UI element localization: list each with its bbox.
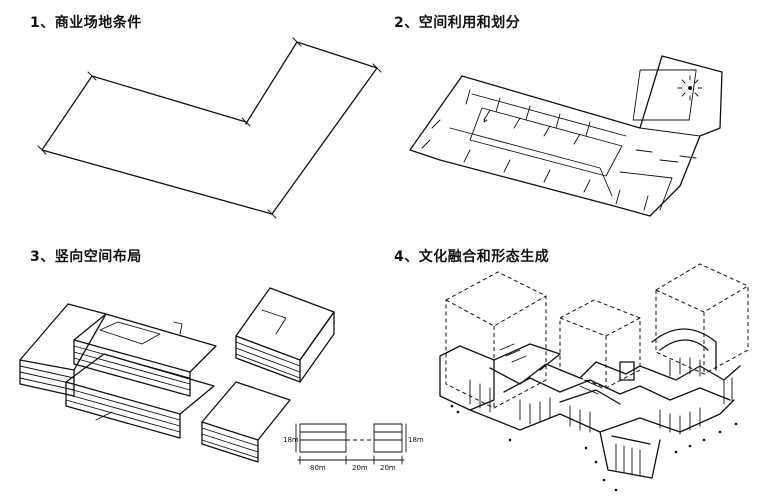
dim-width-1: 80m bbox=[310, 464, 326, 472]
dashed-tower-left bbox=[445, 271, 547, 409]
dim-width-3: 20m bbox=[380, 464, 396, 472]
block-center-north bbox=[73, 313, 217, 397]
block-center-south bbox=[65, 353, 215, 439]
people-dots bbox=[450, 404, 738, 492]
dashed-tower-right bbox=[655, 263, 749, 375]
block-east bbox=[201, 381, 291, 463]
block-corner bbox=[235, 287, 335, 383]
dim-width-2: 20m bbox=[352, 464, 368, 472]
dim-height-right: 18m bbox=[408, 436, 424, 444]
dim-height-left: 18m bbox=[283, 436, 299, 444]
sun-icon bbox=[677, 75, 703, 101]
panel-2-title: 2、空间利用和划分 bbox=[394, 15, 521, 31]
panel-1-title: 1、商业场地条件 bbox=[30, 15, 142, 31]
panel-3-title: 3、竖向空间布局 bbox=[30, 249, 142, 265]
panel-4-title: 4、文化融合和形态生成 bbox=[394, 249, 550, 265]
